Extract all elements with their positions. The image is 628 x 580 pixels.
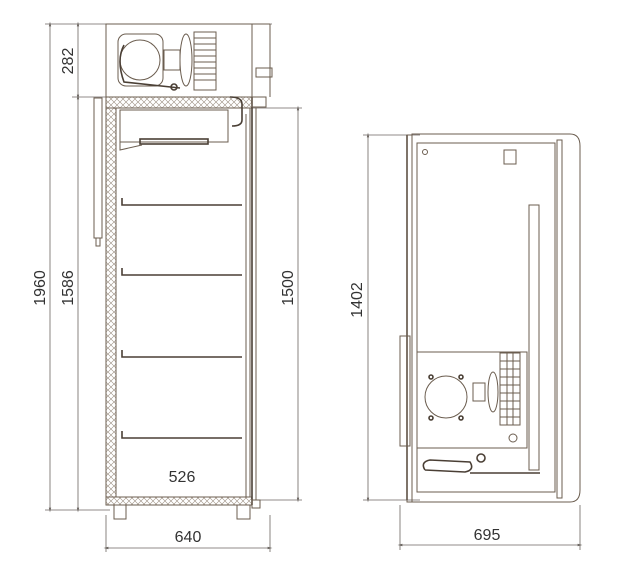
dim-label-1586: 1586 <box>60 270 77 306</box>
side-body-outline <box>411 133 581 503</box>
dim-label-1402: 1402 <box>349 282 366 318</box>
evaporator-housing <box>119 109 229 143</box>
shelf <box>121 198 242 206</box>
dim-label-526: 526 <box>169 469 196 486</box>
foot <box>113 504 127 520</box>
dim-label-1960: 1960 <box>32 270 49 306</box>
fan-motor-icon <box>472 371 499 413</box>
side-inner-panel <box>416 142 556 493</box>
shelves <box>121 198 242 439</box>
compressor-mount-box <box>416 351 528 449</box>
dim-label-640: 640 <box>175 529 202 546</box>
shelf <box>121 350 242 358</box>
front-view: 1960 282 1586 1500 526 640 <box>32 21 302 552</box>
side-condenser-icon <box>499 352 521 426</box>
dim-label-1500: 1500 <box>280 270 297 306</box>
dim-label-695: 695 <box>474 527 501 544</box>
evaporator-fan-grille <box>139 138 209 145</box>
refrigerant-pipe <box>422 459 540 474</box>
foot <box>236 504 251 520</box>
side-compressor-icon <box>424 374 468 421</box>
side-vertical-rail <box>528 204 540 471</box>
shelf <box>121 431 242 439</box>
insulation <box>105 96 253 109</box>
compressor-icon <box>117 33 181 89</box>
shelf <box>121 268 242 276</box>
dim-label-282: 282 <box>60 48 77 75</box>
side-view: 1402 695 <box>349 132 583 550</box>
inner-cabinet <box>115 107 251 498</box>
condenser-icon <box>179 31 217 91</box>
